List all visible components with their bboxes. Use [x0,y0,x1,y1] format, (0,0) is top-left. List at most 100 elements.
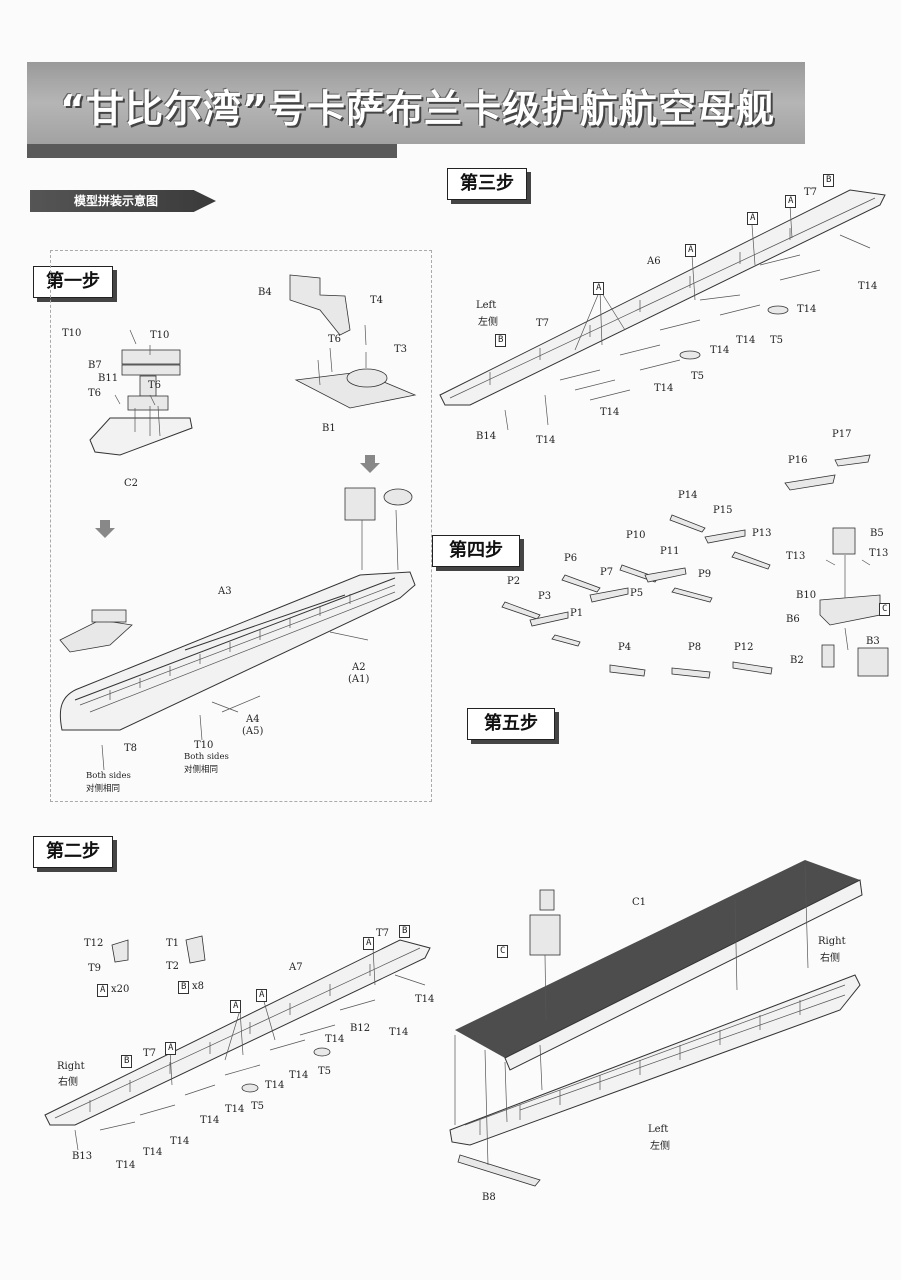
label-p1: P1 [570,608,584,619]
label-t14: T14 [225,1104,245,1115]
label-p2: P2 [507,576,521,587]
step-4-header: 第四步 [432,535,520,567]
label-a3: A3 [218,586,232,597]
label-a1: (A1) [348,674,370,685]
label-left-cn: 左侧 [650,1141,670,1152]
label-t7: T7 [376,928,390,939]
callout-c: C [497,945,509,958]
callout-a: A [230,1000,242,1013]
subtitle-text: 模型拼装示意图 [74,194,159,208]
label-b7: B7 [88,360,102,371]
label-b13: B13 [72,1151,93,1162]
callout-a: A [363,937,375,950]
label-a5: (A5) [242,726,264,737]
label-t12: T12 [84,938,104,949]
label-a7: A7 [289,962,303,973]
label-t5: T5 [251,1101,265,1112]
callout-a: A [97,984,109,997]
label-t14: T14 [265,1080,285,1091]
label-t6: T6 [328,334,342,345]
label-t14: T14 [415,994,435,1005]
label-t7: T7 [143,1048,157,1059]
label-t14: T14 [797,304,817,315]
title-banner-bar [27,144,397,158]
qty-x8: x8 [192,981,205,992]
callout-a: A [165,1042,177,1055]
callout-a: A [747,212,759,225]
label-t14: T14 [200,1115,220,1126]
label-a2: A2 [352,662,366,673]
subtitle-tag [30,190,216,212]
label-t13: T13 [869,548,889,559]
label-t14: T14 [116,1160,136,1171]
callout-b: B [495,334,507,347]
label-b6: B6 [786,614,800,625]
label-b12: B12 [350,1023,371,1034]
label-b5: B5 [870,528,884,539]
label-p10: P10 [626,530,646,541]
label-p11: P11 [660,546,680,557]
callout-c: C [879,603,891,616]
label-t14: T14 [389,1027,409,1038]
label-a6: A6 [647,256,661,267]
label-t14: T14 [289,1070,309,1081]
label-t14: T14 [858,281,878,292]
callout-b: B [178,981,190,994]
label-p9: P9 [698,569,712,580]
label-b8: B8 [482,1192,496,1203]
label-t14: T14 [170,1136,190,1147]
label-t14: T14 [325,1034,345,1045]
label-p15: P15 [713,505,733,516]
label-t6: T6 [148,380,162,391]
label-p12: P12 [734,642,754,653]
callout-a: A [785,195,797,208]
label-left: Left [476,300,497,311]
label-t5: T5 [770,335,784,346]
label-b4: B4 [258,287,272,298]
callout-a: A [256,989,268,1002]
label-t14: T14 [536,435,556,446]
callout-b: B [121,1055,133,1068]
label-b3: B3 [866,636,880,647]
label-t5: T5 [318,1066,332,1077]
label-t1: T1 [166,938,180,949]
label-t7: T7 [536,318,550,329]
label-c1: C1 [632,897,647,908]
label-p6: P6 [564,553,578,564]
note-both-sides: Both sides [184,752,229,762]
label-right-cn: 右侧 [820,953,840,964]
label-t14: T14 [710,345,730,356]
callout-b: B [823,174,835,187]
label-p16: P16 [788,455,808,466]
step-3-header: 第三步 [447,168,527,200]
label-c2: C2 [124,478,139,489]
step-2-header: 第二步 [33,836,113,868]
label-right: Right [818,936,846,947]
label-p17: P17 [832,429,852,440]
step-1-header: 第一步 [33,266,113,298]
label-p4: P4 [618,642,632,653]
label-b11: B11 [98,373,119,384]
label-t6: T6 [88,388,102,399]
label-a4: A4 [246,714,260,725]
callout-a: A [685,244,697,257]
label-p13: P13 [752,528,772,539]
label-t9: T9 [88,963,102,974]
qty-x20: x20 [111,984,130,995]
note-both-sides: Both sides [86,771,131,781]
label-right-cn: 右侧 [58,1077,78,1088]
page-title: “甘比尔湾”号卡萨布兰卡级护航航空母舰 [60,87,775,131]
label-t8: T8 [124,743,138,754]
label-t13: T13 [786,551,806,562]
label-b2: B2 [790,655,804,666]
note-both-sides-cn: 对侧相同 [86,784,121,794]
label-t7: T7 [804,187,818,198]
callout-a: A [593,282,605,295]
label-t14: T14 [654,383,674,394]
label-b1: B1 [322,423,336,434]
